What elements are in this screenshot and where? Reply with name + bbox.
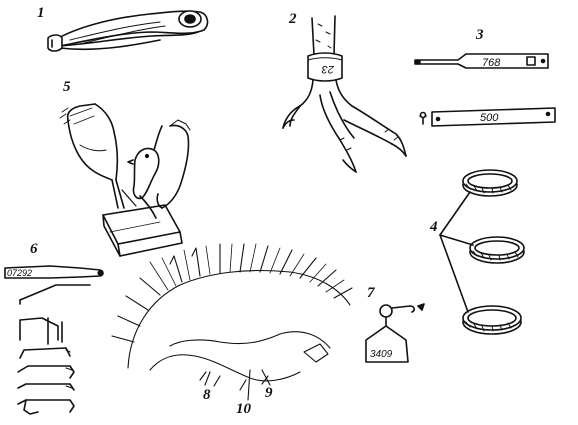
tag-b-number: 500 (480, 112, 499, 124)
spread-wing (111, 243, 353, 401)
flat-tags: 768 500 (414, 53, 556, 127)
label-8: 8 (203, 387, 211, 403)
leg-band-number: 23 (321, 63, 335, 75)
label-5: 5 (63, 79, 71, 95)
hands-marking-chick (59, 103, 191, 257)
label-2: 2 (289, 11, 297, 27)
bird-leg-with-band: 23 (282, 15, 407, 173)
tag-a-number: 768 (482, 57, 501, 69)
wing-tags: 07292 (4, 265, 104, 415)
label-3: 3 (476, 27, 484, 43)
label-7: 7 (367, 285, 375, 301)
banding-pliers (47, 10, 209, 52)
label-10: 10 (236, 401, 251, 417)
label-9: 9 (265, 385, 273, 401)
wing-tag-number: 07292 (7, 268, 32, 278)
hang-tag-number: 3409 (370, 349, 393, 360)
ring-bands (439, 169, 525, 335)
hang-tag: 3409 (365, 303, 425, 363)
label-4: 4 (430, 219, 438, 235)
label-1: 1 (37, 5, 45, 21)
label-6: 6 (30, 241, 38, 257)
